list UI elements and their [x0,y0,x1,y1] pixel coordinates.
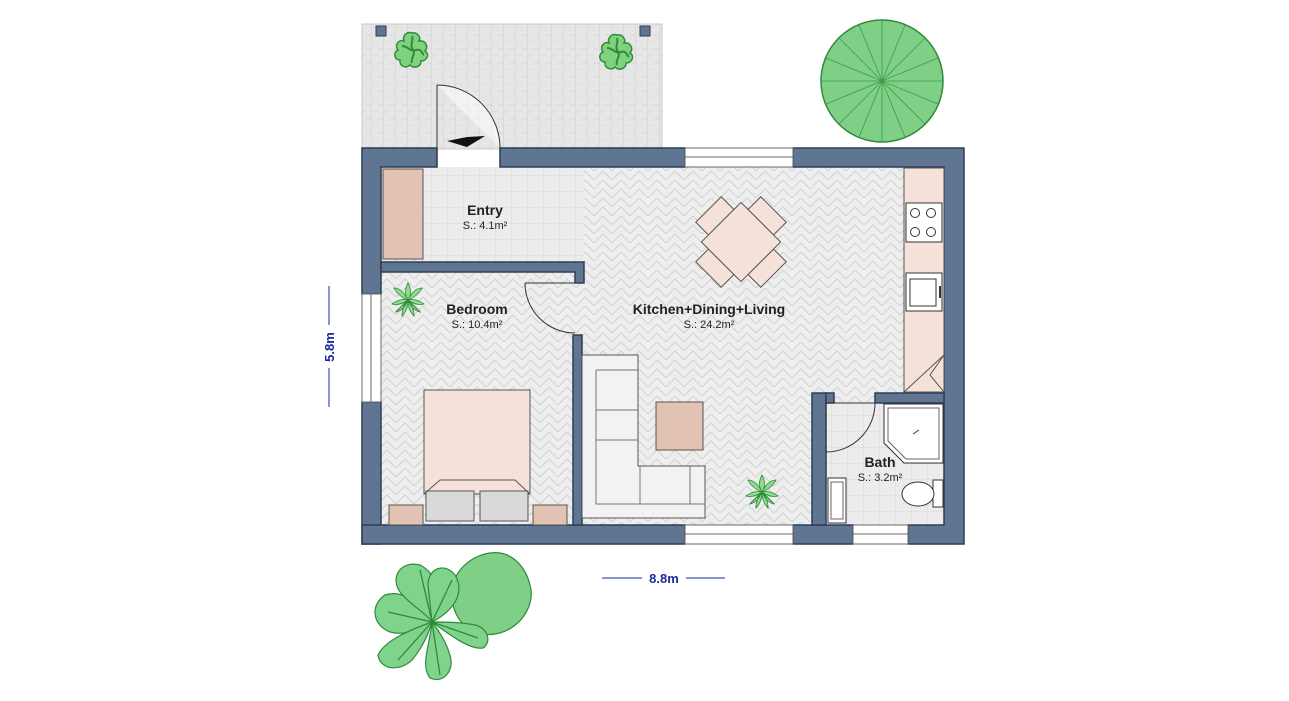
tree-bottom-left [374,552,532,681]
doors [436,84,876,453]
kitchen-dining-living: Kitchen+Dining+Living S.: 24.2m² [581,167,946,519]
bath-area: S.: 3.2m² [858,472,903,484]
kitchen-area: S.: 24.2m² [684,319,735,331]
entry-area: S.: 4.1m² [463,220,508,232]
bedroom-area: S.: 10.4m² [452,319,503,331]
kitchen-label: Kitchen+Dining+Living [633,301,785,317]
entry-label: Entry [467,202,503,218]
entry-room: Entry S.: 4.1m² [382,168,508,260]
bedroom-label: Bedroom [446,301,507,317]
width-label: 8.8m [649,571,679,586]
tree-top-right [820,19,944,143]
height-label: 5.8m [322,332,337,362]
dining-table [695,196,787,288]
dimension-height: 5.8m [322,286,337,407]
bath-label: Bath [864,454,895,470]
dimension-width: 8.8m [602,571,725,586]
bedroom: Bedroom S.: 10.4m² [388,282,568,526]
windows [361,147,909,545]
entrance-arrow-icon [447,136,485,147]
bathroom: Bath S.: 3.2m² [827,403,944,524]
entry-cabinet [382,168,424,260]
terrace [361,23,663,150]
